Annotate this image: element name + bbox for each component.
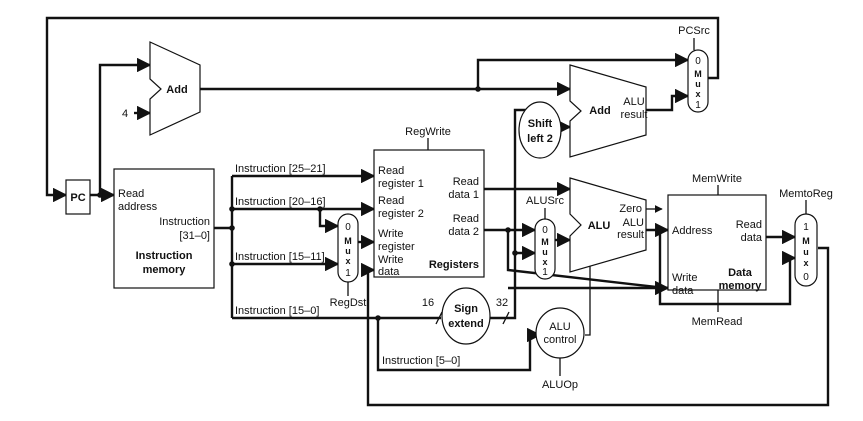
svg-text:Read: Read <box>453 213 479 225</box>
bits-16-label: 16 <box>422 297 434 309</box>
svg-text:data: data <box>672 285 694 297</box>
instruction-field-labels: Instruction [25–21] Instruction [20–16] … <box>235 163 460 367</box>
svg-text:x: x <box>803 258 808 268</box>
memread-label: MemRead <box>692 316 743 328</box>
svg-text:Instruction: Instruction <box>159 216 210 228</box>
svg-text:data 1: data 1 <box>448 189 479 201</box>
field-15-11: Instruction [15–11] <box>235 251 325 263</box>
svg-text:Read: Read <box>378 165 404 177</box>
pcsrc-label: PCSrc <box>678 25 710 37</box>
svg-text:register 1: register 1 <box>378 178 424 190</box>
svg-text:ALU: ALU <box>623 217 644 229</box>
field-25-21: Instruction [25–21] <box>235 163 326 175</box>
svg-text:1: 1 <box>695 100 701 111</box>
data-memory: MemWrite MemRead Address Read data Write… <box>667 173 767 328</box>
svg-text:control: control <box>543 334 576 346</box>
memtoreg-mux: 1 M u x 0 MemtoReg <box>779 188 833 287</box>
svg-text:Read: Read <box>736 219 762 231</box>
svg-text:Address: Address <box>672 225 713 237</box>
svg-text:0: 0 <box>695 56 701 67</box>
shift-left-2: Shift left 2 <box>518 101 562 159</box>
svg-text:Write: Write <box>378 254 403 266</box>
svg-text:ALU: ALU <box>549 321 570 333</box>
bits-32-label: 32 <box>496 297 508 309</box>
svg-text:u: u <box>695 79 701 89</box>
svg-text:PC: PC <box>70 192 85 204</box>
svg-text:x: x <box>345 256 350 266</box>
svg-text:Zero: Zero <box>619 203 642 215</box>
svg-text:left 2: left 2 <box>527 133 553 145</box>
svg-text:data 2: data 2 <box>448 226 479 238</box>
svg-text:Add: Add <box>589 105 610 117</box>
pc-adder: Add <box>149 41 201 136</box>
junction-dots <box>97 86 663 321</box>
svg-text:0: 0 <box>542 225 548 236</box>
branch-adder: Add ALU result <box>569 64 648 158</box>
pcsrc-mux: 0 M u x 1 PCSrc <box>678 25 710 113</box>
svg-text:address: address <box>118 201 158 213</box>
svg-text:x: x <box>542 257 547 267</box>
pc-register: PC <box>65 179 91 215</box>
constant-four: 4 <box>122 108 128 120</box>
svg-text:u: u <box>803 247 809 257</box>
svg-text:1: 1 <box>803 222 809 233</box>
sign-extend: Sign extend 16 32 <box>422 287 508 345</box>
svg-text:Data: Data <box>728 267 753 279</box>
svg-text:M: M <box>802 236 810 246</box>
svg-text:1: 1 <box>345 268 351 279</box>
svg-text:x: x <box>695 89 700 99</box>
svg-text:register 2: register 2 <box>378 208 424 220</box>
aluop-label: ALUOp <box>542 379 578 391</box>
register-file: RegWrite Read register 1 Read register 2… <box>373 126 485 278</box>
svg-text:u: u <box>542 247 548 257</box>
svg-text:M: M <box>344 236 352 246</box>
svg-text:Read: Read <box>118 188 144 200</box>
svg-text:memory: memory <box>143 264 187 276</box>
svg-text:Registers: Registers <box>429 259 479 271</box>
svg-text:ALU: ALU <box>588 220 611 232</box>
regdst-mux: 0 M u x 1 RegDst <box>330 213 367 309</box>
svg-text:1: 1 <box>542 267 548 278</box>
main-alu: ALU Zero ALU result <box>569 177 647 273</box>
field-5-0: Instruction [5–0] <box>382 355 460 367</box>
svg-text:memory: memory <box>719 280 763 292</box>
svg-text:register: register <box>378 241 415 253</box>
svg-text:M: M <box>541 237 549 247</box>
instruction-memory: Read address Instruction [31–0] Instruct… <box>113 168 215 289</box>
alusrc-label: ALUSrc <box>526 195 564 207</box>
svg-text:Read: Read <box>378 195 404 207</box>
svg-text:result: result <box>617 229 644 241</box>
svg-text:[31–0]: [31–0] <box>179 230 210 242</box>
svg-text:0: 0 <box>803 272 809 283</box>
svg-text:Read: Read <box>453 176 479 188</box>
svg-text:Shift: Shift <box>528 118 553 130</box>
memwrite-label: MemWrite <box>692 173 742 185</box>
field-15-0: Instruction [15–0] <box>235 305 319 317</box>
alusrc-mux: 0 M u x 1 ALUSrc <box>526 195 564 280</box>
svg-text:Write: Write <box>378 228 403 240</box>
svg-text:ALU: ALU <box>623 96 644 108</box>
svg-text:0: 0 <box>345 222 351 233</box>
svg-text:Add: Add <box>166 84 187 96</box>
svg-text:data: data <box>378 266 400 278</box>
alu-control: ALU control ALUOp <box>535 307 585 391</box>
svg-text:extend: extend <box>448 318 483 330</box>
svg-text:Write: Write <box>672 272 697 284</box>
field-20-16: Instruction [20–16] <box>235 196 326 208</box>
regdst-label: RegDst <box>330 297 367 309</box>
svg-text:Instruction: Instruction <box>136 250 193 262</box>
svg-text:u: u <box>345 246 351 256</box>
wires <box>45 16 830 407</box>
memtoreg-label: MemtoReg <box>779 188 833 200</box>
svg-text:result: result <box>621 109 648 121</box>
svg-text:data: data <box>741 232 763 244</box>
regwrite-label: RegWrite <box>405 126 451 138</box>
svg-text:M: M <box>694 69 702 79</box>
svg-text:Sign: Sign <box>454 303 478 315</box>
